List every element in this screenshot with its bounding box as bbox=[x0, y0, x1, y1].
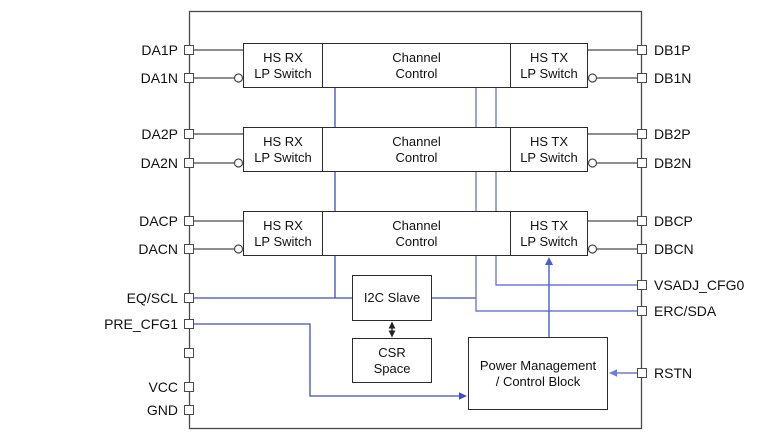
pin-label-db1p: DB1P bbox=[654, 42, 691, 58]
pin-gnd bbox=[184, 405, 194, 415]
pin-label-da2p: DA2P bbox=[141, 126, 178, 142]
left-signal-lines bbox=[194, 49, 243, 250]
pin-erc-sda bbox=[637, 306, 647, 316]
pre-cfg1-line bbox=[194, 323, 460, 397]
hs-tx-lp-switch-3: HS TX LP Switch bbox=[510, 212, 587, 255]
rstn-arrowhead bbox=[609, 369, 617, 377]
pin-label-dbcn: DBCN bbox=[654, 241, 694, 257]
pin-db1n bbox=[637, 73, 647, 83]
right-signal-lines bbox=[588, 49, 637, 250]
pin-label-pre-cfg1: PRE_CFG1 bbox=[104, 316, 178, 332]
hs-tx-lp-switch-1: HS TX LP Switch bbox=[510, 44, 587, 87]
pin-label-gnd: GND bbox=[146, 402, 178, 418]
power-management-block: Power Management / Control Block bbox=[468, 337, 608, 410]
csr-space-block: CSR Space bbox=[352, 338, 432, 383]
pin-label-db2p: DB2P bbox=[654, 126, 691, 142]
pin-label-da1n: DA1N bbox=[140, 70, 178, 86]
pin-label-db2n: DB2N bbox=[654, 155, 692, 171]
channel-control-1: Channel Control bbox=[322, 44, 510, 87]
channel-row-1: HS RX LP Switch Channel Control HS TX LP… bbox=[243, 43, 588, 88]
pre-cfg1-arrowhead bbox=[459, 392, 467, 400]
pin-dacn bbox=[184, 244, 194, 254]
channel-row-2: HS RX LP Switch Channel Control HS TX LP… bbox=[243, 127, 588, 172]
pin-label-vcc: VCC bbox=[148, 379, 178, 395]
inverter-bubbles bbox=[233, 73, 598, 254]
pin-label-rstn: RSTN bbox=[654, 365, 693, 381]
pin-label-da2n: DA2N bbox=[140, 155, 178, 171]
hs-tx-lp-switch-2: HS TX LP Switch bbox=[510, 128, 587, 171]
hs-rx-lp-switch-1: HS RX LP Switch bbox=[254, 49, 312, 81]
pm-to-hstx-arrowhead bbox=[545, 257, 553, 265]
erc-sda-bus bbox=[475, 88, 637, 312]
pin-db2p bbox=[637, 129, 647, 139]
pin-label-da1p: DA1P bbox=[141, 42, 178, 58]
pin-db2n bbox=[637, 158, 647, 168]
pin-label-dacn: DACN bbox=[138, 241, 178, 257]
hs-rx-lp-switch-3: HS RX LP Switch bbox=[254, 217, 312, 249]
pin-eq-scl bbox=[184, 293, 194, 303]
pin-label-dbcp: DBCP bbox=[654, 213, 693, 229]
pin-unlabeled bbox=[184, 348, 194, 358]
pin-label-vsadj-cfg0: VSADJ_CFG0 bbox=[654, 277, 745, 293]
pin-dbcp bbox=[637, 216, 647, 226]
pin-label-erc-sda: ERC/SDA bbox=[654, 303, 717, 319]
pin-dbcn bbox=[637, 244, 647, 254]
pin-label-dacp: DACP bbox=[139, 213, 178, 229]
pin-da1n bbox=[184, 73, 194, 83]
pin-dacp bbox=[184, 216, 194, 226]
pin-pre-cfg1 bbox=[184, 319, 194, 329]
channel-row-3: HS RX LP Switch Channel Control HS TX LP… bbox=[243, 211, 588, 256]
pin-label-db1n: DB1N bbox=[654, 70, 692, 86]
pin-da1p bbox=[184, 45, 194, 55]
i2c-csr-double-arrow bbox=[388, 321, 396, 338]
pin-vcc bbox=[184, 382, 194, 392]
channel-control-3: Channel Control bbox=[322, 212, 510, 255]
hs-rx-lp-switch-2: HS RX LP Switch bbox=[254, 133, 312, 165]
channel-control-2: Channel Control bbox=[322, 128, 510, 171]
pin-da2p bbox=[184, 129, 194, 139]
pin-da2n bbox=[184, 158, 194, 168]
pin-label-eq-scl: EQ/SCL bbox=[126, 290, 178, 306]
pin-db1p bbox=[637, 45, 647, 55]
pin-vsadj-cfg0 bbox=[637, 280, 647, 290]
pin-rstn bbox=[637, 368, 647, 378]
i2c-slave-block: I2C Slave bbox=[352, 275, 432, 321]
